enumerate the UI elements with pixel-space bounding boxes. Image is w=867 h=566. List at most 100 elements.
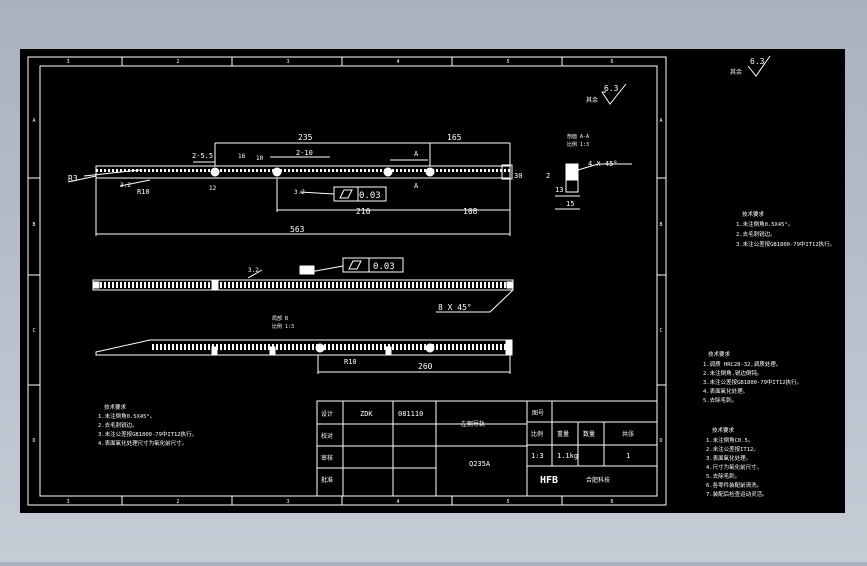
dim-563: 563 <box>290 225 305 234</box>
notes-left-title: 技术要求 <box>104 403 127 411</box>
notes-left-line-2: 2.去毛刺锐边。 <box>98 421 138 429</box>
dim-r10-bottom: R10 <box>344 358 357 366</box>
dim-16: 16 <box>238 153 246 160</box>
roughness-symbol-top <box>747 55 771 77</box>
notes-r2-line-2: 2.未注倒角,锐边倒钝。 <box>703 369 762 377</box>
notes-r1-line-2: 2.去毛刺锐边。 <box>736 230 776 238</box>
zone-bottom-3: 3 <box>286 499 289 505</box>
tb-review-label: 审核 <box>321 454 333 462</box>
roughness-label-top: 其余 <box>730 68 742 76</box>
dim-roughness-3-2-b: 3.2 <box>294 189 305 196</box>
notes-left-line-3: 3.未注公差按GB1800-79中IT12执行。 <box>98 430 197 438</box>
notes-r1-title: 技术要求 <box>742 210 765 218</box>
chamfer-8x45: 8 X 45° <box>438 303 472 312</box>
zone-left-a: A <box>32 118 35 124</box>
dim-30: 30 <box>514 172 522 180</box>
roughness-label-mid: 其余 <box>586 96 598 104</box>
tb-material: Q235A <box>469 460 491 468</box>
notes-r1-line-3: 3.未注公差按GB1800-79中IT12执行。 <box>736 240 835 248</box>
detail-scale: 比例 1:3 <box>272 323 294 330</box>
tb-h-scale: 比例 <box>531 430 543 438</box>
zone-top-2: 2 <box>176 59 179 65</box>
chamfer-4x45: 4 X 45° <box>588 160 618 168</box>
dim-165: 165 <box>447 133 462 142</box>
dim-15: 15 <box>566 200 574 208</box>
notes-right-3: 技术要求 1.未注倒角C0.5。 2.未注公差按IT12。 3.表面氧化处理。 … <box>706 426 768 498</box>
zone-top-3: 3 <box>286 59 289 65</box>
notes-r3-line-5: 5.去除毛刺。 <box>706 472 740 480</box>
title-block-text: 设计 ZDK 081110 校对 审核 批准 左侧导轨 Q235A 图号 比例 … <box>321 410 634 486</box>
zone-top-4: 4 <box>396 59 399 65</box>
tb-h-sheet: 共张 <box>622 430 634 438</box>
dim-10: 10 <box>256 155 264 162</box>
notes-r3-line-6: 6.各零件装配前清洗。 <box>706 481 762 489</box>
detail-label: 局部 B <box>272 315 288 322</box>
dim-260: 260 <box>418 362 433 371</box>
tb-drawing-no: 图号 <box>532 410 544 417</box>
tb-qty: 1 <box>626 452 630 460</box>
tb-designer: ZDK <box>360 410 373 418</box>
section-scale: 比例 1:3 <box>567 141 589 148</box>
notes-r3-line-1: 1.未注倒角C0.5。 <box>706 436 753 444</box>
notes-r3-title: 技术要求 <box>712 426 735 434</box>
rail-view-top-dims: 235 165 2-5.5 2-10 R3 R10 3.2 12 16 10 A… <box>68 133 522 234</box>
section-a-a-dims: 剖面 A-A 比例 1:3 4 X 45° 2 13 15 <box>546 133 618 208</box>
dim-12: 12 <box>209 185 217 192</box>
dim-a-1: A <box>414 150 419 158</box>
notes-r2-line-4: 4.表面氧化处理。 <box>703 387 748 395</box>
tb-part-name: 左侧导轨 <box>461 420 485 428</box>
tolerance-2: 0.03 <box>373 262 395 272</box>
dim-2: 2 <box>546 172 550 180</box>
dim-108: 108 <box>463 207 478 216</box>
notes-r3-line-3: 3.表面氧化处理。 <box>706 454 751 462</box>
zone-right-d: D <box>659 438 662 444</box>
zone-right-c: C <box>659 328 662 334</box>
zone-left-b: B <box>32 222 35 228</box>
dim-13: 13 <box>555 186 563 194</box>
tb-check-label: 校对 <box>321 432 333 440</box>
notes-r3-line-7: 7.装配后检查运动灵活。 <box>706 490 768 498</box>
notes-right-2: 技术要求 1.调质 HRC28-32,调质处理。 2.未注倒角,锐边倒钝。 3.… <box>703 350 802 404</box>
dim-roughness-3-2-a: 3.2 <box>120 182 131 189</box>
notes-right-1: 技术要求 1.未注倒角0.5X45°。 2.去毛刺锐边。 3.未注公差按GB18… <box>736 210 835 248</box>
tb-company: 合肥科技 <box>586 476 610 484</box>
section-a-a[interactable] <box>555 163 632 210</box>
zone-bottom-2: 2 <box>176 499 179 505</box>
zone-right-a: A <box>659 118 662 124</box>
section-title: 剖面 A-A <box>567 133 589 140</box>
dim-2-5-5: 2-5.5 <box>192 152 213 160</box>
dim-a-2: A <box>414 182 419 190</box>
dim-roughness-3-2-c: 3.2 <box>248 267 259 274</box>
roughness-symbol-mid <box>601 83 627 105</box>
zone-bottom-5: 5 <box>506 499 509 505</box>
zone-top-1: 3 <box>66 59 69 65</box>
rail-view-bottom[interactable] <box>95 339 513 374</box>
notes-left-line-1: 1.未注倒角0.5X45°。 <box>98 412 155 420</box>
tb-weight: 1.1kg <box>557 452 578 460</box>
rail-view-bottom-dims: 局部 B 比例 1:3 R10 260 <box>272 315 433 371</box>
tb-h-count: 数量 <box>583 430 595 438</box>
tolerance-1: 0.03 <box>359 191 381 201</box>
zone-bottom-6: 6 <box>610 499 613 505</box>
dim-r10-top: R10 <box>137 188 150 196</box>
notes-r1-line-1: 1.未注倒角0.5X45°。 <box>736 220 793 228</box>
dim-r3: R3 <box>68 174 78 183</box>
tb-scale: 1:3 <box>531 452 544 460</box>
tb-h-weight: 重量 <box>557 430 569 438</box>
rail-view-top[interactable] <box>67 142 513 236</box>
notes-r2-line-5: 5.去除毛刺。 <box>703 396 737 404</box>
zone-bottom-4: 4 <box>396 499 399 505</box>
notes-r2-line-1: 1.调质 HRC28-32,调质处理。 <box>703 360 781 368</box>
tb-design-label: 设计 <box>321 410 333 418</box>
zone-bottom-1: 3 <box>66 499 69 505</box>
roughness-value-mid: 6.3 <box>604 84 619 93</box>
dim-210: 210 <box>356 207 371 216</box>
zone-top-5: 5 <box>506 59 509 65</box>
rail-view-middle[interactable] <box>92 257 514 313</box>
title-block[interactable] <box>316 400 658 497</box>
rail-view-middle-dims: 3.2 0.03 8 X 45° <box>248 262 472 312</box>
dim-235: 235 <box>298 133 313 142</box>
zone-top-6: 6 <box>610 59 613 65</box>
